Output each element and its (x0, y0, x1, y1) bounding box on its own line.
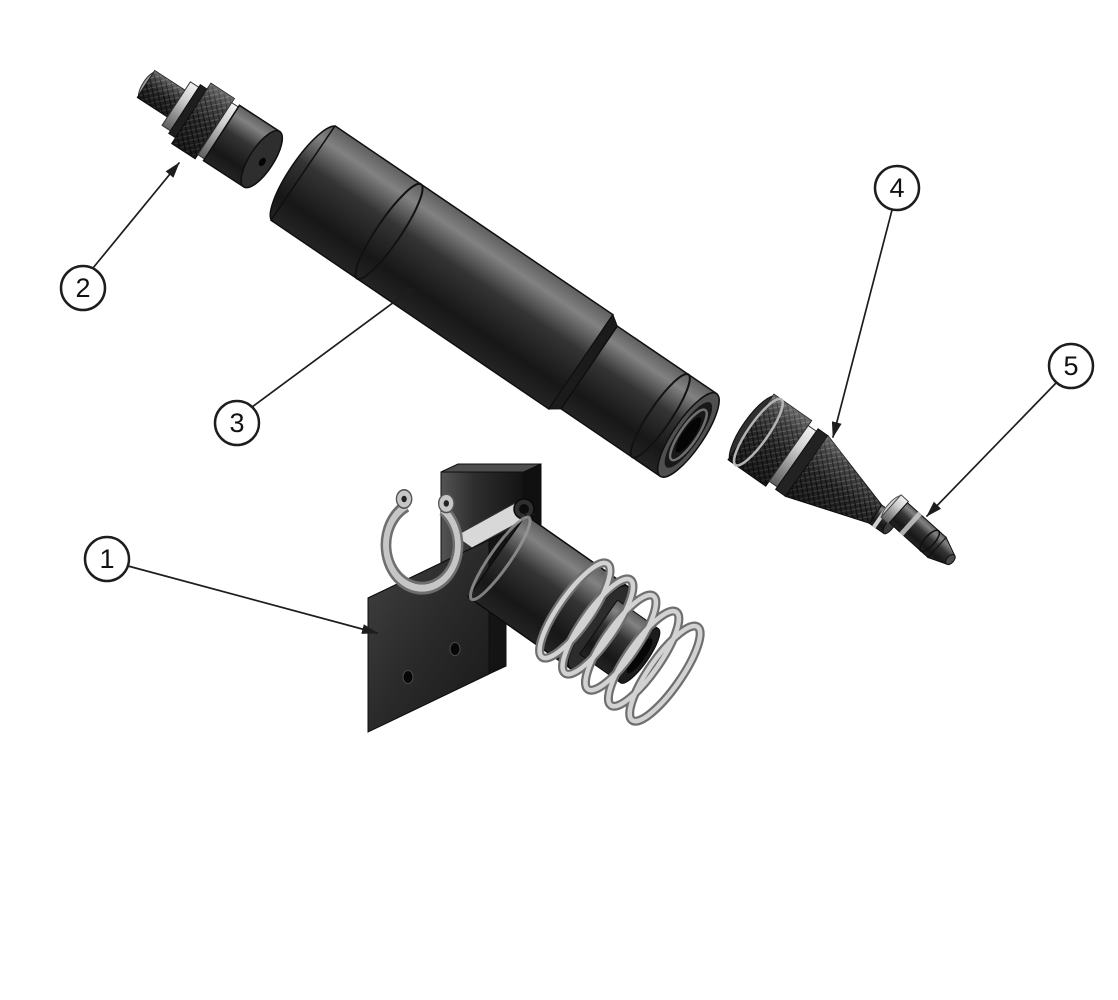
spring-coil-highlight (627, 623, 703, 724)
spring-coil-highlight (560, 576, 636, 677)
callout-1-leader-line (127, 565, 378, 634)
callouts: 2 3 1 4 5 (59, 162, 1095, 634)
nozzle-knurled-ring-shade (728, 394, 812, 487)
part-3-barrel-tube (269, 124, 720, 478)
callout-5-leader-line (926, 382, 1057, 517)
part-1-mounting-bracket-assembly (367, 463, 705, 733)
plate-front-face (367, 539, 490, 733)
nozzle-cone-shade (785, 435, 882, 524)
tip-nose-end (945, 553, 956, 566)
callout-2-leader-line (92, 162, 180, 269)
plate-hole (449, 642, 461, 656)
callout-2: 2 (59, 162, 180, 312)
part-2-rear-end-cap (136, 69, 284, 189)
boss-shaft-bore (626, 638, 653, 674)
tube-bore (675, 417, 702, 453)
tube-inner-ring (668, 408, 708, 462)
callout-4: 4 (831, 164, 921, 438)
callout-3-leader-line (251, 287, 414, 408)
coil-spring (535, 558, 705, 726)
boss-collar-ring (468, 515, 532, 602)
part-4-nozzle-cone (727, 393, 898, 535)
snap-ring-ear-hole (401, 495, 407, 503)
part-5-nozzle-tip (880, 494, 956, 566)
plate-hole (402, 670, 414, 684)
callout-4-label: 4 (889, 173, 904, 203)
spring-coil-highlight (606, 608, 682, 709)
callout-5-label: 5 (1063, 351, 1078, 381)
callout-3-label: 3 (229, 408, 244, 438)
nozzle-bright-ring (732, 397, 784, 467)
callout-2-label: 2 (75, 273, 90, 303)
snap-ring-body (383, 502, 461, 592)
tip-groove (919, 529, 941, 553)
callout-5-circle (1047, 342, 1095, 390)
callout-4-circle (873, 164, 921, 212)
callout-3-circle (213, 399, 261, 447)
cap-knurled-ring-shade (171, 83, 235, 159)
bracket-bolt-socket (519, 504, 529, 514)
callout-4-leader-line (831, 209, 893, 438)
callout-5: 5 (926, 342, 1095, 517)
snap-ring (380, 489, 464, 595)
tube-body (269, 124, 614, 411)
bracket-cylinder-boss (467, 513, 705, 726)
callout-3: 3 (213, 287, 414, 447)
tube-muzzle-groove (629, 373, 691, 459)
spring-coil-highlight (583, 592, 659, 693)
callout-1-label: 1 (99, 544, 114, 574)
callout-2-circle (59, 264, 107, 312)
tube-groove-ring (354, 182, 424, 281)
snap-ring-ear-hole (443, 500, 449, 507)
callout-1: 1 (83, 535, 378, 634)
spring-coil-highlight (537, 560, 613, 661)
tip-bright-band (899, 511, 922, 536)
callout-1-circle (83, 535, 131, 583)
cap-center-hole (258, 157, 266, 167)
cap-stem-shade (137, 70, 185, 118)
